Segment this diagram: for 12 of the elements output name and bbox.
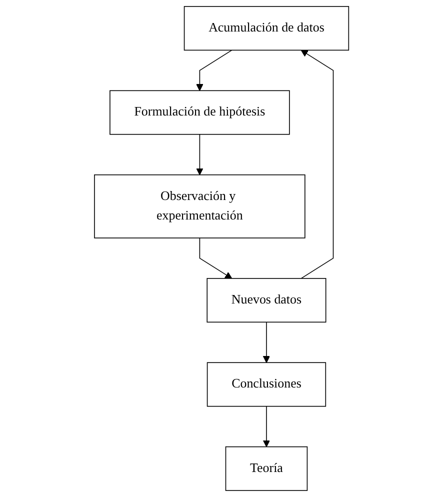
arrow: [200, 238, 233, 279]
node-box: Conclusiones: [207, 362, 326, 407]
arrow: [196, 50, 233, 91]
arrow: [263, 406, 270, 448]
arrow: [263, 322, 270, 363]
node-box: Observación y experimentación: [94, 174, 306, 238]
node-box: Acumulación de datos: [184, 6, 350, 51]
node-box: Nuevos datos: [207, 278, 327, 323]
node-box: Formulación de hipótesis: [110, 90, 290, 135]
arrow: [301, 50, 334, 279]
arrow: [196, 134, 204, 176]
node-box: Teoría: [226, 446, 308, 491]
